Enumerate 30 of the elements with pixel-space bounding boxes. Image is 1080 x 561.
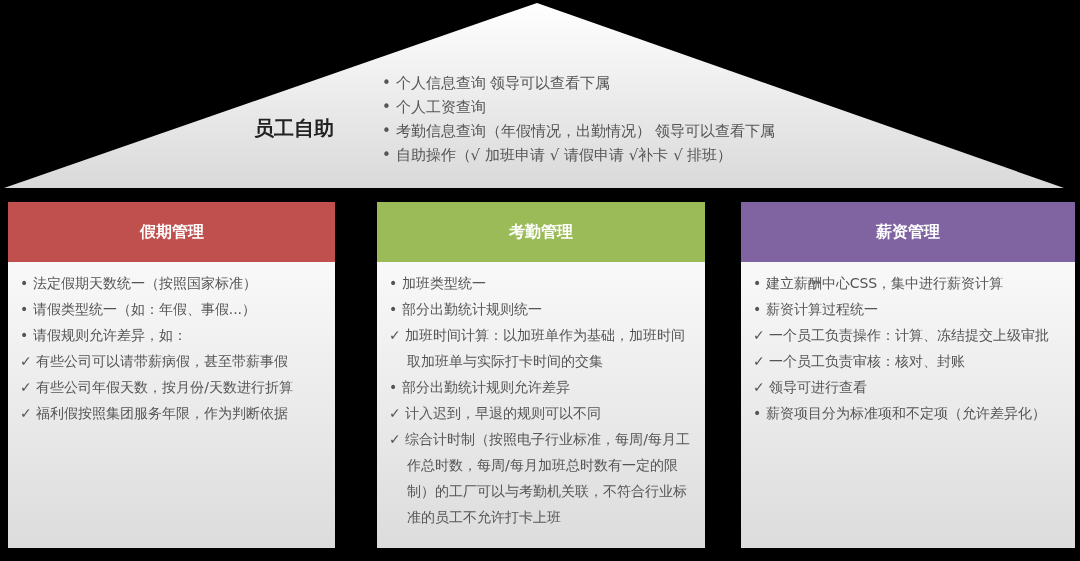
list-item: • 薪资项目分为标准项和不定项（允许差异化） bbox=[753, 404, 1047, 423]
list-item: • 自助操作（√ 加班申请 √ 请假申请 √补卡 √ 排班） bbox=[382, 146, 733, 165]
category-card bbox=[8, 202, 335, 548]
list-item: • 建立薪酬中心CSS，集中进行薪资计算 bbox=[753, 274, 1005, 293]
card-header: 考勤管理 bbox=[377, 202, 705, 262]
list-item: • 薪资计算过程统一 bbox=[753, 300, 879, 319]
list-item: • 部分出勤统计规则统一 bbox=[389, 300, 543, 319]
roof-triangle bbox=[4, 3, 1064, 188]
list-item: • 请假类型统一（如：年假、事假...） bbox=[20, 300, 258, 319]
list-item: • 法定假期天数统一（按照国家标准） bbox=[20, 274, 258, 293]
list-item: ✓ 一个员工负责审核：核对、封账 bbox=[753, 352, 967, 371]
category-card bbox=[377, 202, 705, 548]
list-item: • 个人信息查询 领导可以查看下属 bbox=[382, 74, 611, 93]
card-header: 薪资管理 bbox=[741, 202, 1075, 262]
list-item: ✓ 综合计时制（按照电子行业标准，每周/每月工作总时数，每周/每月加班总时数有一定的限制）的工厂可以与考勤机关联，不符合行业标准的员工不允许打卡上班 bbox=[389, 430, 691, 527]
list-item: • 个人工资查询 bbox=[382, 98, 486, 117]
list-item: ✓ 有些公司年假天数，按月份/天数进行折算 bbox=[20, 378, 294, 397]
section-title: 员工自助 bbox=[254, 115, 334, 142]
list-item: ✓ 计入迟到，早退的规则可以不同 bbox=[389, 404, 603, 423]
list-item: ✓ 领导可进行查看 bbox=[753, 378, 869, 397]
list-item: • 请假规则允许差异，如： bbox=[20, 326, 188, 345]
list-item: ✓ 有些公司可以请带薪病假，甚至带薪事假 bbox=[20, 352, 290, 371]
list-item: • 部分出勤统计规则允许差异 bbox=[389, 378, 571, 397]
list-item: ✓ 福利假按照集团服务年限，作为判断依据 bbox=[20, 404, 290, 423]
list-item: • 考勤信息查询（年假情况，出勤情况） 领导可以查看下属 bbox=[382, 122, 776, 141]
list-item: • 加班类型统一 bbox=[389, 274, 487, 293]
card-header: 假期管理 bbox=[8, 202, 335, 262]
category-card bbox=[741, 202, 1075, 548]
list-item: ✓ 一个员工负责操作：计算、冻结提交上级审批 bbox=[753, 326, 1051, 345]
list-item: ✓ 加班时间计算：以加班单作为基础，加班时间取加班单与实际打卡时间的交集 bbox=[389, 326, 687, 371]
